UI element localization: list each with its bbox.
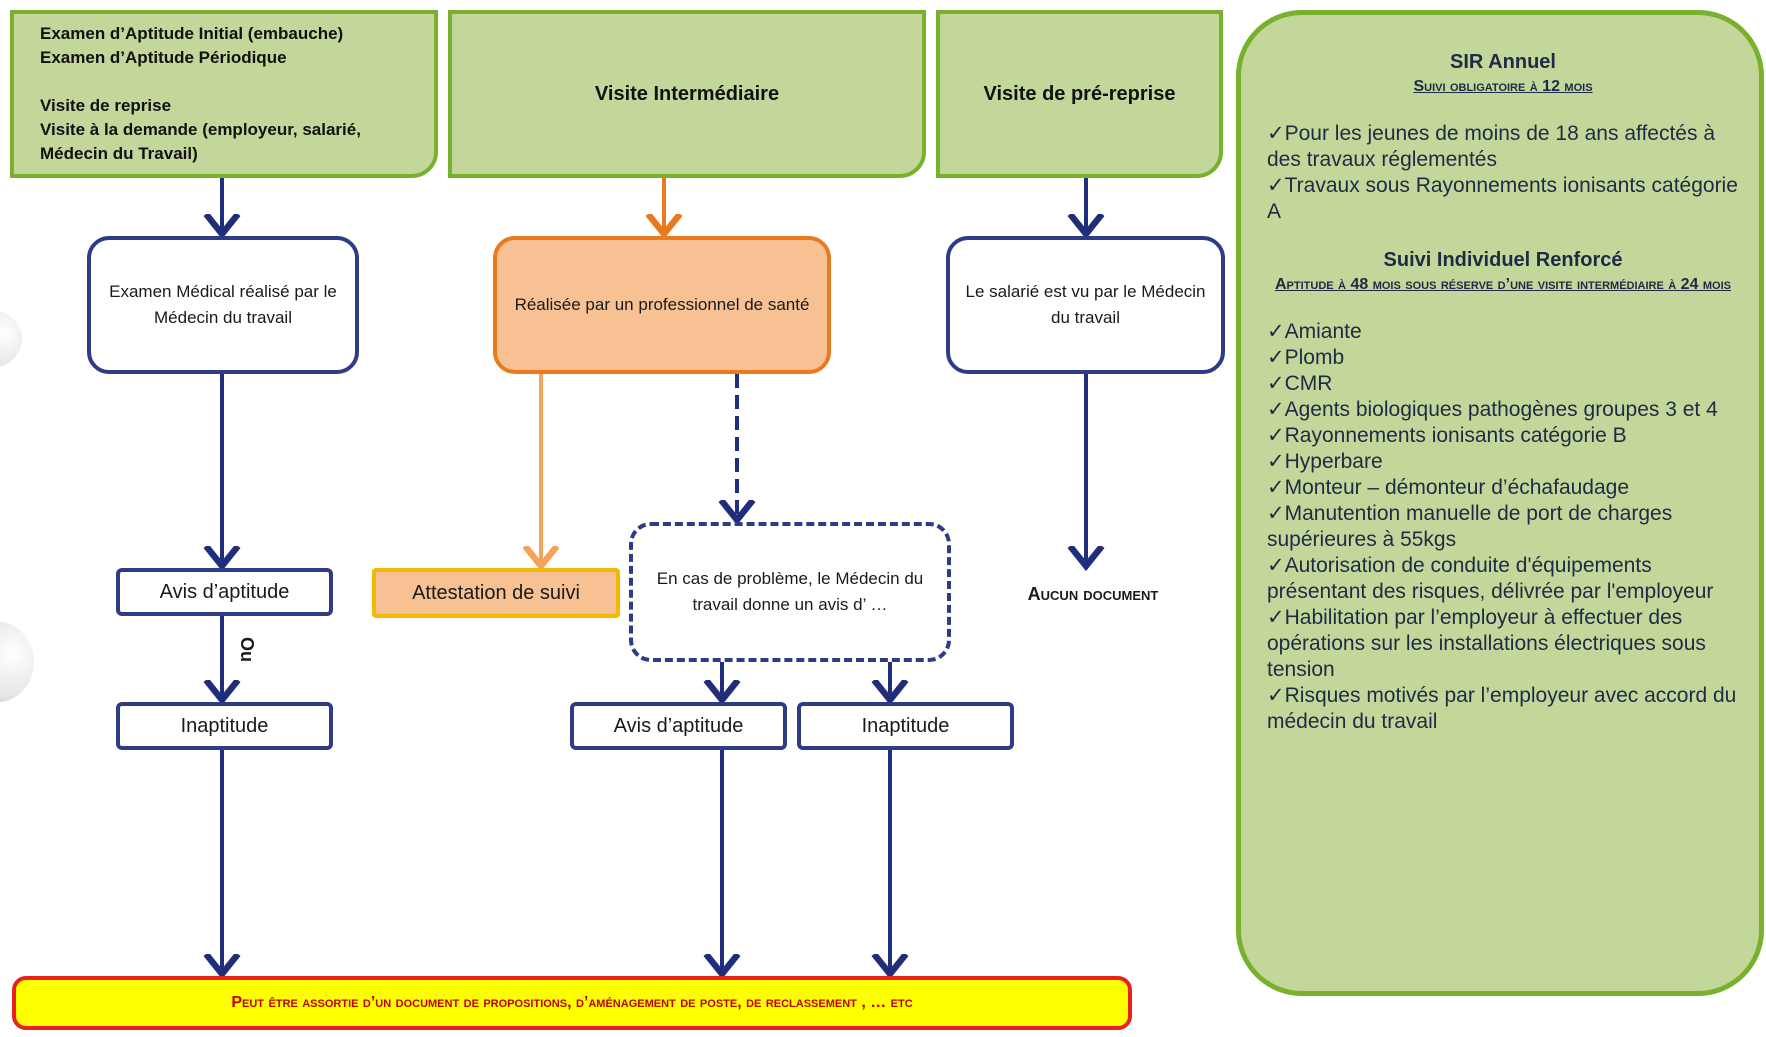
panel-spacer-3: [1267, 297, 1739, 319]
figure-decoration-top: [0, 310, 22, 368]
header-visite-intermediaire: Visite Intermédiaire: [448, 10, 926, 178]
panel-sir-item: CMR: [1267, 371, 1739, 397]
node-en-cas-de-probleme: En cas de problème, le Médecin du travai…: [629, 522, 951, 662]
node-examen-medical: Examen Médical réalisé par le Médecin du…: [87, 236, 359, 374]
node-professionnel-sante: Réalisée par un professionnel de santé: [493, 236, 831, 374]
panel-sir-list: Amiante Plomb CMR Agents biologiques pat…: [1267, 319, 1739, 735]
result-attestation-suivi: Attestation de suivi: [372, 568, 620, 618]
result-avis-aptitude-left: Avis d’aptitude: [116, 568, 333, 616]
result-inaptitude-left: Inaptitude: [116, 702, 333, 750]
panel-sir-subtitle: Aptitude à 48 mois sous réserve d’une vi…: [1275, 276, 1731, 293]
header-visite-intermediaire-label: Visite Intermédiaire: [594, 82, 780, 105]
panel-sir-item: Plomb: [1267, 345, 1739, 371]
result-inaptitude-mid: Inaptitude: [797, 702, 1014, 750]
header-line-initial: Examen d’Aptitude Initial (embauche): [40, 24, 344, 43]
header-visite-pre-reprise: Visite de pré-reprise: [936, 10, 1223, 178]
right-panel-suivi: SIR Annuel Suivi obligatoire à 12 mois P…: [1236, 10, 1764, 996]
panel-sir-item: Manutention manuelle de port de charges …: [1267, 501, 1739, 553]
node-salarie-vu-text: Le salarié est vu par le Médecin du trav…: [965, 282, 1206, 327]
node-en-cas-de-probleme-text: En cas de problème, le Médecin du travai…: [656, 569, 924, 614]
bottom-banner: Peut être assortie d’un document de prop…: [12, 976, 1132, 1030]
panel-sir-annuel-subtitle: Suivi obligatoire à 12 mois: [1413, 78, 1593, 95]
result-avis-aptitude-mid: Avis d’aptitude: [570, 702, 787, 750]
panel-sir-annuel-list: Pour les jeunes de moins de 18 ans affec…: [1267, 121, 1739, 225]
panel-sir-item: Agents biologiques pathogènes groupes 3 …: [1267, 397, 1739, 423]
result-inaptitude-left-label: Inaptitude: [180, 714, 269, 737]
panel-sir-item: Habilitation par l’employeur à effectuer…: [1267, 605, 1739, 683]
panel-sir-annuel-title: SIR Annuel: [1450, 51, 1556, 73]
header-line-gap: [40, 70, 416, 94]
node-salarie-vu: Le salarié est vu par le Médecin du trav…: [946, 236, 1225, 374]
header-aptitude-visits: Examen d’Aptitude Initial (embauche) Exa…: [10, 10, 438, 178]
node-professionnel-sante-text: Réalisée par un professionnel de santé: [514, 295, 810, 314]
header-line-medecin: Médecin du Travail): [40, 144, 198, 163]
header-line-periodique: Examen d’Aptitude Périodique: [40, 48, 287, 67]
result-attestation-suivi-label: Attestation de suivi: [412, 581, 580, 604]
node-examen-medical-text: Examen Médical réalisé par le Médecin du…: [109, 282, 337, 327]
bottom-banner-text: Peut être assortie d’un document de prop…: [231, 994, 913, 1011]
result-avis-aptitude-left-label: Avis d’aptitude: [159, 580, 290, 603]
panel-sir-annuel-item: Pour les jeunes de moins de 18 ans affec…: [1267, 121, 1739, 173]
panel-sir-item: Autorisation de conduite d'équipements p…: [1267, 553, 1739, 605]
panel-sir-item: Rayonnements ionisants catégorie B: [1267, 423, 1739, 449]
panel-sir-annuel-item: Travaux sous Rayonnements ionisants caté…: [1267, 173, 1739, 225]
panel-sir-item: Monteur – démonteur d’échafaudage: [1267, 475, 1739, 501]
result-aucun-document: Aucun document: [998, 584, 1188, 612]
panel-spacer-1: [1267, 99, 1739, 121]
header-line-demande: Visite à la demande (employeur, salarié,: [40, 120, 361, 139]
panel-sir-item: Risques motivés par l’employeur avec acc…: [1267, 683, 1739, 735]
header-line-reprise: Visite de reprise: [40, 96, 172, 115]
result-avis-aptitude-mid-label: Avis d’aptitude: [613, 714, 744, 737]
panel-sir-item: Hyperbare: [1267, 449, 1739, 475]
header-visite-pre-reprise-label: Visite de pré-reprise: [983, 82, 1176, 105]
panel-sir-title: Suivi Individuel Renforcé: [1383, 249, 1623, 271]
or-label-text: Ou: [237, 637, 257, 662]
or-label: Ou: [233, 637, 257, 667]
result-inaptitude-mid-label: Inaptitude: [861, 714, 950, 737]
result-aucun-document-label: Aucun document: [1027, 584, 1159, 604]
panel-sir-item: Amiante: [1267, 319, 1739, 345]
panel-spacer-2: [1267, 225, 1739, 247]
